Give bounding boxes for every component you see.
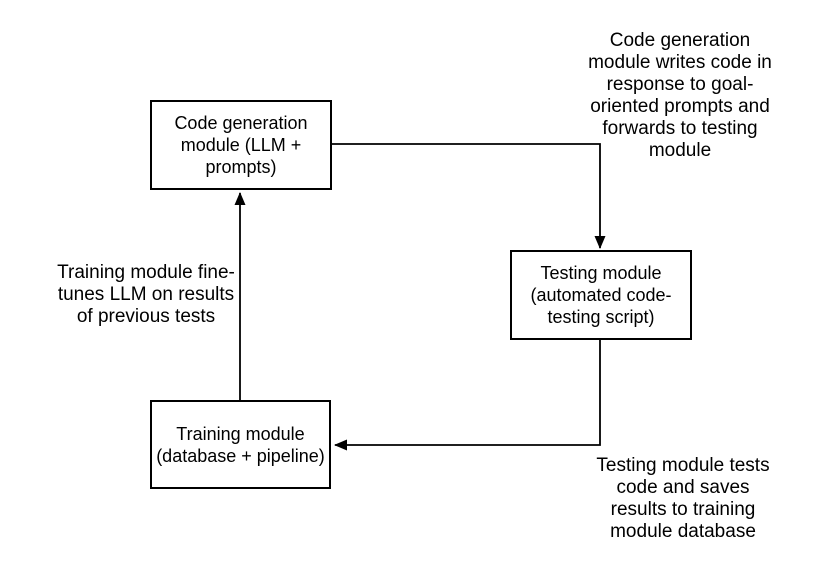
node-training-label: Training module (database + pipeline) [156, 423, 325, 466]
annotation-testing-to-training: Testing module tests code and saves resu… [596, 455, 770, 542]
edge-testing-to-training [334, 340, 601, 451]
node-training-module: Training module (database + pipeline) [150, 400, 331, 489]
node-testing-label: Testing module (automated code- testing … [530, 263, 672, 327]
node-testing-module: Testing module (automated code- testing … [510, 250, 692, 340]
annotation-codegen-to-testing: Code generation module writes code in re… [588, 30, 772, 161]
node-code-generation-label: Code generation module (LLM + prompts) [174, 113, 308, 177]
annotation-training-to-codegen: Training module fine- tunes LLM on resul… [57, 262, 235, 327]
node-code-generation-module: Code generation module (LLM + prompts) [150, 100, 332, 190]
